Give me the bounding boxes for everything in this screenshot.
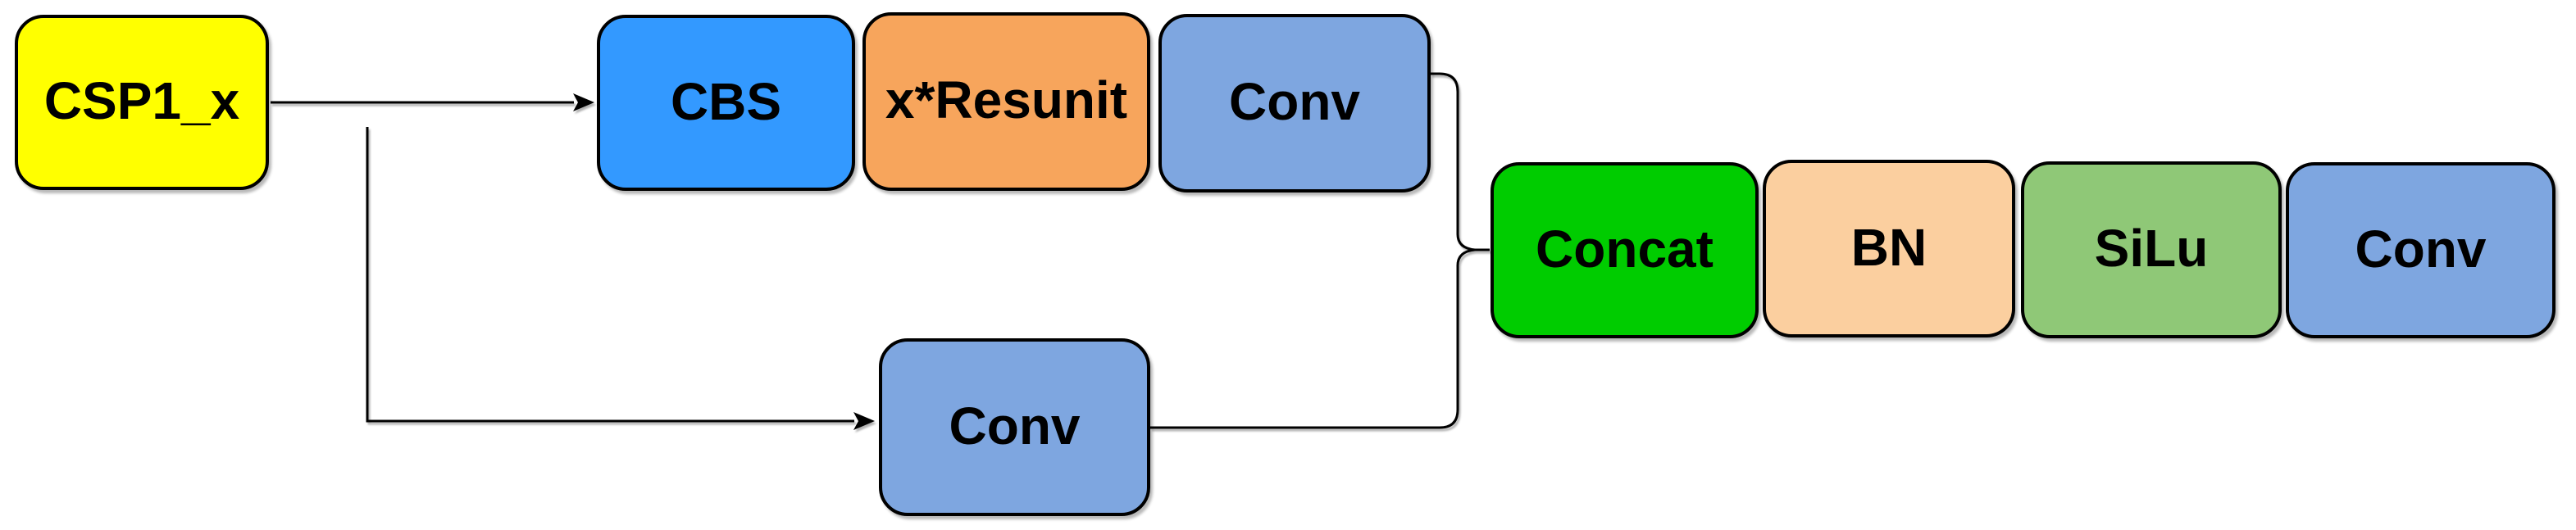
edge-conv-top-to-brace xyxy=(1431,72,1476,251)
node-csp1x: CSP1_x xyxy=(15,15,269,190)
node-label: SiLu xyxy=(2094,219,2209,278)
node-bn: BN xyxy=(1763,160,2015,337)
node-label: Conv xyxy=(1229,72,1360,131)
node-resunit: x*Resunit xyxy=(862,12,1150,191)
node-silu: SiLu xyxy=(2021,161,2282,338)
edge-conv-bottom-to-brace xyxy=(1150,248,1476,429)
node-label: CSP1_x xyxy=(43,71,240,130)
edge-branch-to-conv-bottom xyxy=(366,127,875,430)
node-conv-out: Conv xyxy=(2286,162,2556,338)
node-label: Concat xyxy=(1536,219,1714,279)
node-label: Conv xyxy=(2355,219,2487,279)
node-conv-bottom: Conv xyxy=(879,338,1150,516)
node-label: CBS xyxy=(670,71,782,131)
node-label: BN xyxy=(1850,217,1927,277)
node-label: Conv xyxy=(949,396,1081,455)
node-cbs: CBS xyxy=(597,15,855,191)
node-label: x*Resunit xyxy=(885,70,1128,129)
node-conv-top: Conv xyxy=(1158,14,1431,193)
node-concat: Concat xyxy=(1491,162,1759,338)
